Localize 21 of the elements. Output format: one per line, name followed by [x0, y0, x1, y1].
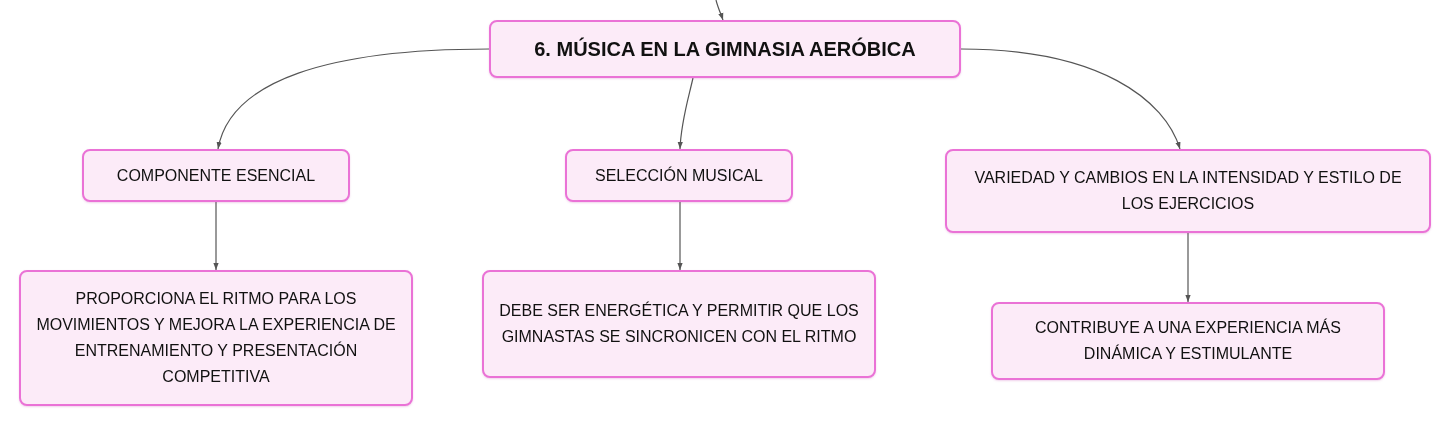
topic-text: COMPONENTE ESENCIAL	[116, 165, 316, 186]
topic-title: 6. MÚSICA EN LA GIMNASIA AERÓBICA	[534, 36, 916, 62]
connector-arrow	[1185, 232, 1191, 303]
topic-text: DEBE SER ENERGÉTICA Y PERMITIR QUE LOS GIMNASTAS SE SINCRONICEN CON EL RITMO	[498, 300, 860, 347]
topic-box	[82, 149, 350, 202]
connector-arrow	[217, 48, 490, 150]
connector-arrow	[677, 201, 683, 271]
topic-text: PROPORCIONA EL RITMO PARA LOS MOVIMIENTOS Y MEJORA LA EXPERIENCIA DE ENTRENAMIENTO Y PRESENTACIÓN COMPETITIVA	[35, 289, 397, 387]
topic-box	[991, 302, 1385, 380]
topic-box	[482, 270, 876, 378]
central-topic-box	[489, 20, 961, 78]
topic-text: CONTRIBUYE A UNA EXPERIENCIA MÁS DINÁMICA Y ESTIMULANTE	[1034, 317, 1342, 364]
topic-text: VARIEDAD Y CAMBIOS EN LA INTENSIDAD Y ESTILO DE LOS EJERCICIOS	[973, 168, 1403, 214]
topic-box	[565, 149, 793, 202]
connector-arrow	[213, 201, 219, 271]
connector-arrow	[715, 0, 724, 21]
topic-text: SELECCIÓN MUSICAL	[594, 165, 763, 186]
topic-box	[945, 149, 1431, 233]
connector-arrow	[960, 48, 1181, 150]
topic-box	[19, 270, 413, 406]
connector-arrow	[677, 77, 694, 150]
